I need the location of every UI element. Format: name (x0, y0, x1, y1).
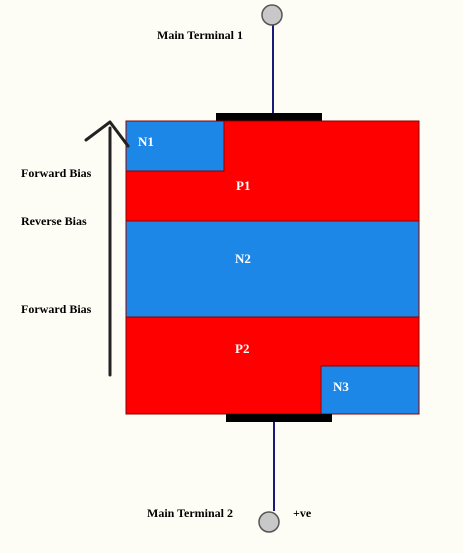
n1-label: N1 (138, 134, 154, 149)
main-terminal-2-label: Main Terminal 2 (147, 506, 233, 520)
positive-polarity-label: +ve (293, 506, 312, 520)
forward-bias-bottom-label: Forward Bias (21, 302, 92, 316)
forward-bias-top-label: Forward Bias (21, 166, 92, 180)
p2-label: P2 (235, 341, 249, 356)
n1-region (125, 120, 225, 172)
n2-label: N2 (235, 251, 251, 266)
main-terminal-1-label: Main Terminal 1 (157, 28, 243, 42)
bias-arrow-head (84, 120, 130, 148)
top-contact (216, 113, 322, 121)
reverse-bias-label: Reverse Bias (21, 214, 87, 228)
bottom-contact (226, 414, 332, 422)
n3-region (320, 365, 420, 415)
p1-label: P1 (236, 178, 250, 193)
n3-label: N3 (333, 379, 349, 394)
n2-region (125, 220, 420, 318)
top-terminal-circle (261, 4, 283, 26)
bottom-terminal-circle (258, 511, 280, 533)
